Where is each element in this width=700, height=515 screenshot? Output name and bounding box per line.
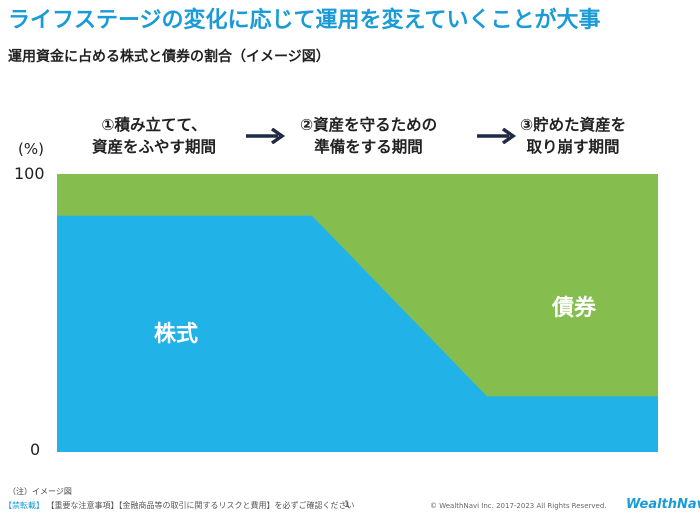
stocks-area xyxy=(57,215,658,452)
footer-disclaimer: 【禁転載】 【重要な注意事項】【金融商品等の取引に関するリスクと費用】を必ずご確… xyxy=(4,500,355,511)
copyright-text: © WealthNavi Inc. 2017-2023 All Rights R… xyxy=(430,502,607,510)
y-tick-0: 0 xyxy=(30,440,41,459)
arrow-right-icon xyxy=(246,128,286,144)
phase-3-line-1: ③貯めた資産を xyxy=(520,116,627,134)
y-tick-100: 100 xyxy=(14,164,45,183)
page-title: ライフステージの変化に応じて運用を変えていくことが大事 xyxy=(8,8,601,33)
phase-3-label: ③貯めた資産を 取り崩す期間 xyxy=(520,114,626,158)
phase-2-line-1: ②資産を守るための xyxy=(300,116,438,134)
bonds-series-label: 債券 xyxy=(552,296,597,321)
chart-note: （注）イメージ図 xyxy=(8,487,72,496)
no-reprint-label: 【禁転載】 xyxy=(4,501,44,510)
phase-2-line-2: 準備をする期間 xyxy=(314,138,423,156)
y-axis-label: (%) xyxy=(18,140,44,158)
phase-1-label: ①積み立てて、 資産をふやす期間 xyxy=(92,114,216,158)
chart-subtitle: 運用資金に占める株式と債券の割合（イメージ図） xyxy=(8,49,330,65)
phase-1-line-1: ①積み立てて、 xyxy=(101,116,207,134)
brand-logo: WealthNavi xyxy=(626,497,700,512)
page-number: 1 xyxy=(344,500,350,510)
phase-1-line-2: 資産をふやす期間 xyxy=(92,138,217,156)
disclaimer-link[interactable]: 【重要な注意事項】【金融商品等の取引に関するリスクと費用】を必ずご確認ください xyxy=(46,501,355,510)
arrow-right-icon xyxy=(477,128,517,144)
phase-2-label: ②資産を守るための 準備をする期間 xyxy=(300,114,437,158)
stocks-series-label: 株式 xyxy=(154,322,199,347)
phase-3-line-2: 取り崩す期間 xyxy=(526,138,620,156)
